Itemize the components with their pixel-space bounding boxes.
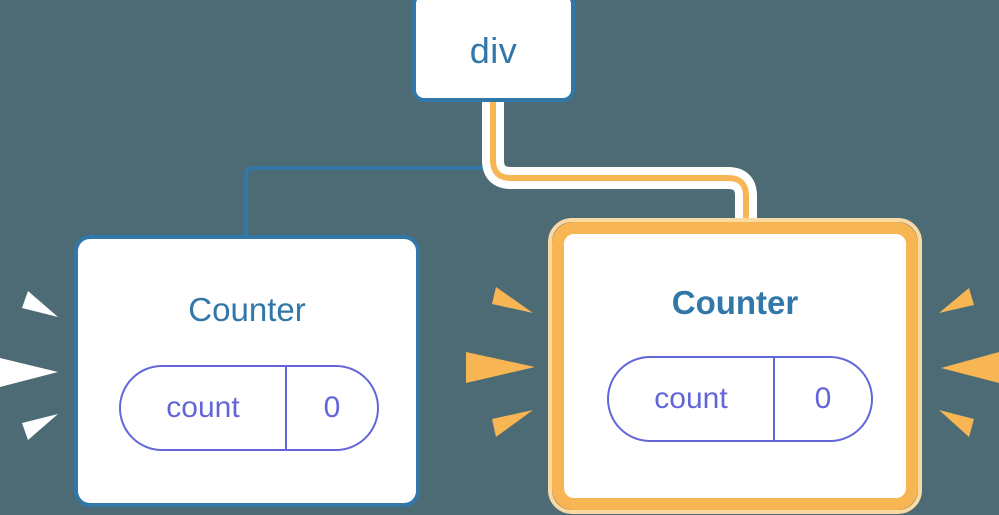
edge-div-to-counter-left bbox=[244, 102, 495, 237]
sparkle-orange-right-middle-icon bbox=[941, 352, 999, 383]
prop-pill-left[interactable]: count 0 bbox=[119, 365, 379, 451]
node-counter-left[interactable]: Counter count 0 bbox=[74, 235, 420, 507]
prop-key-right: count bbox=[609, 358, 775, 440]
node-counter-right-title: Counter bbox=[671, 284, 799, 321]
node-counter-right-outer-halo bbox=[548, 218, 922, 514]
prop-value-left: 0 bbox=[323, 391, 341, 424]
prop-value-right: 0 bbox=[814, 382, 832, 415]
sparkle-orange-right-bottom-icon bbox=[939, 410, 974, 437]
prop-key-left: count bbox=[121, 367, 287, 449]
sparkle-orange-right-top-icon bbox=[939, 288, 974, 313]
sparkle-orange-mid-top-icon bbox=[492, 287, 533, 313]
sparkle-white-top-icon bbox=[22, 291, 58, 317]
prop-pill-right[interactable]: count 0 bbox=[607, 356, 873, 442]
sparkle-orange-mid-bottom-icon bbox=[492, 410, 533, 437]
sparkle-white-middle-icon bbox=[0, 357, 58, 387]
sparkle-group-middle bbox=[466, 287, 535, 437]
sparkle-white-bottom-icon bbox=[22, 414, 58, 440]
node-counter-right-highlight-ring bbox=[552, 222, 918, 510]
node-div-label: div bbox=[469, 30, 518, 71]
sparkle-group-left bbox=[0, 291, 58, 440]
sparkle-group-right bbox=[939, 288, 999, 437]
node-counter-right[interactable]: Counter count 0 bbox=[560, 230, 910, 502]
sparkle-orange-mid-middle-icon bbox=[466, 352, 535, 383]
node-counter-left-title: Counter bbox=[188, 291, 306, 328]
node-div[interactable]: div bbox=[412, 0, 575, 102]
